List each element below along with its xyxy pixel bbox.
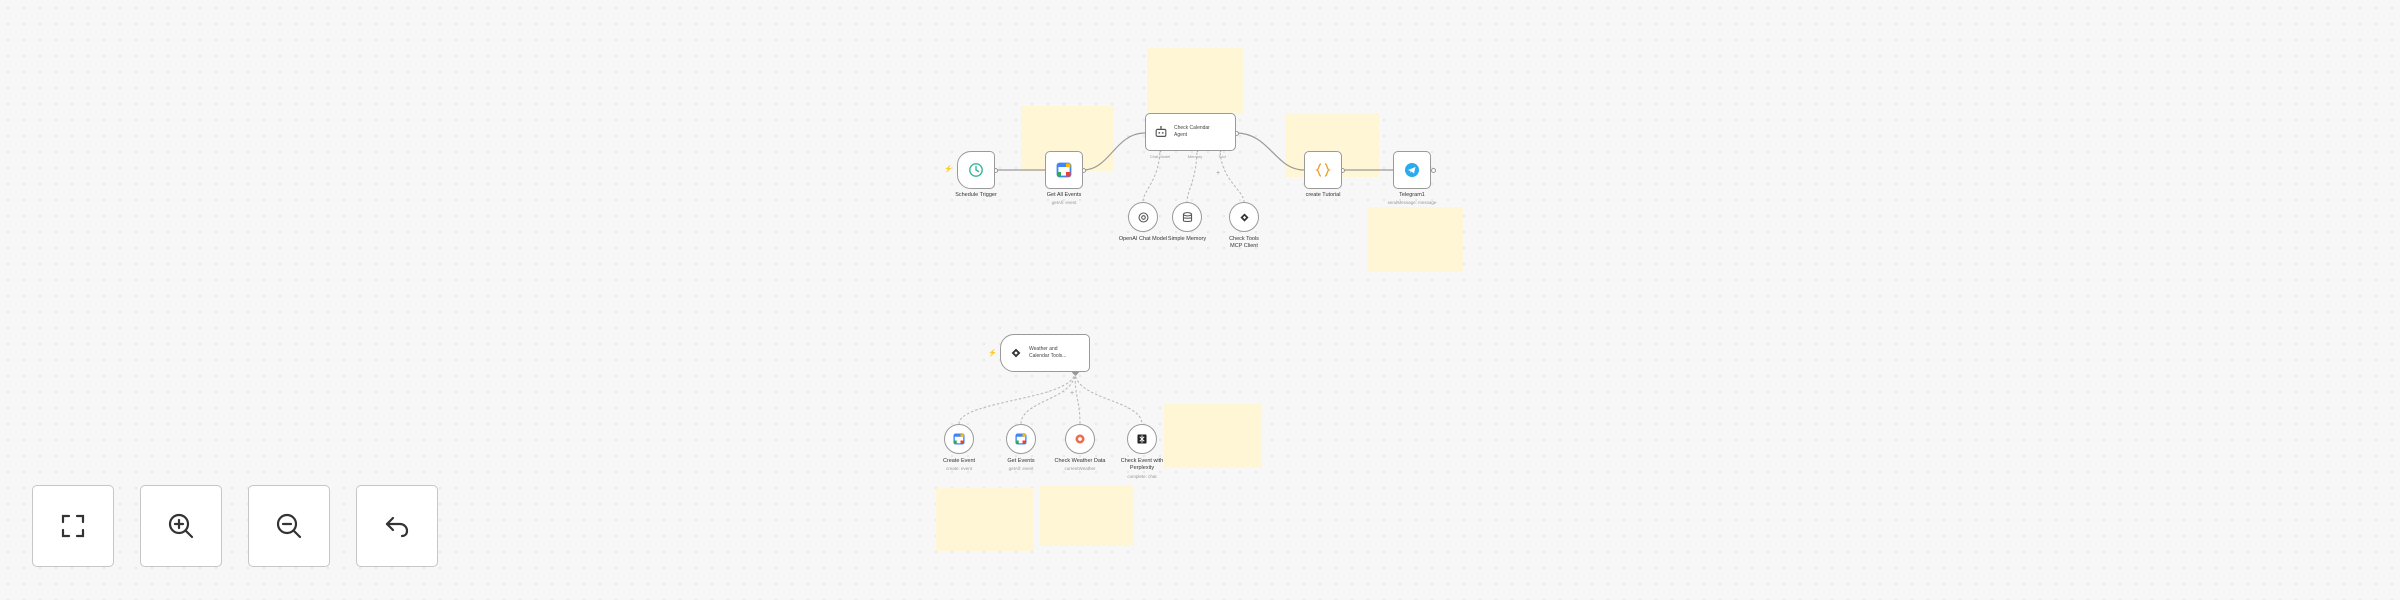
sticky-note[interactable]	[1164, 404, 1262, 467]
mcp-icon	[1011, 348, 1021, 358]
node-label: Weather and Calendar Tools...	[1029, 346, 1067, 359]
node-check-calendar-agent[interactable]: Check Calendar Agent	[1145, 113, 1236, 151]
add-tool-icon[interactable]: +	[1070, 390, 1075, 397]
node-label: Check Event with Perplexity	[1120, 458, 1164, 471]
google-calendar-icon	[1056, 162, 1072, 178]
node-subtitle: create: event	[945, 466, 973, 471]
node-label: Telegram1	[1399, 192, 1425, 198]
sticky-note[interactable]	[1040, 485, 1134, 546]
node-label: Create Event	[942, 458, 976, 464]
sticky-note[interactable]	[936, 488, 1034, 551]
node-create-event[interactable]	[944, 424, 974, 454]
openweathermap-icon	[1075, 434, 1085, 444]
sticky-note[interactable]	[1147, 48, 1243, 114]
undo-icon	[385, 516, 409, 538]
node-subtitle: currentWeather	[1064, 466, 1096, 471]
node-label: Check Calendar Agent	[1174, 125, 1210, 138]
connection-edge	[1235, 132, 1305, 171]
node-label: OpenAI Chat Model	[1118, 236, 1168, 242]
node-subtitle: getAll: event	[1008, 466, 1034, 471]
connection-edge	[1082, 132, 1146, 171]
fit-view-icon	[61, 514, 85, 538]
zoom-out-icon	[276, 513, 302, 539]
node-telegram[interactable]	[1393, 151, 1431, 189]
google-calendar-icon	[1015, 433, 1027, 445]
tool-edge	[1020, 371, 1076, 425]
node-subtitle: complete: chat	[1127, 474, 1157, 479]
node-get-events[interactable]	[1006, 424, 1036, 454]
fit-view-button[interactable]	[32, 485, 114, 567]
add-tool-icon[interactable]: +	[1216, 170, 1221, 177]
trigger-bolt-icon: ⚡	[988, 350, 997, 357]
node-schedule-trigger[interactable]	[957, 151, 995, 189]
trigger-bolt-icon: ⚡	[944, 166, 953, 173]
tool-edge	[1074, 371, 1081, 425]
mcp-icon	[1239, 212, 1249, 222]
tool-edge	[1219, 147, 1245, 203]
clock-icon	[969, 163, 983, 177]
node-simple-memory[interactable]	[1172, 202, 1202, 232]
sticky-note[interactable]	[1367, 207, 1463, 272]
perplexity-icon	[1137, 434, 1147, 444]
code-braces-icon	[1315, 163, 1331, 177]
openai-icon	[1138, 212, 1148, 222]
zoom-out-button[interactable]	[248, 485, 330, 567]
zoom-in-icon	[168, 513, 194, 539]
node-check-event-perplexity[interactable]	[1127, 424, 1157, 454]
node-label: Schedule Trigger	[955, 192, 997, 198]
node-subtitle: getAll: event	[1051, 200, 1077, 205]
node-get-all-events[interactable]	[1045, 151, 1083, 189]
node-label: Check Weather Data	[1054, 458, 1106, 464]
node-label: Check Tools MCP Client	[1229, 236, 1259, 249]
node-subtitle: sendMessage: message	[1387, 200, 1437, 205]
node-mcp-client[interactable]	[1229, 202, 1259, 232]
tool-edge	[958, 371, 1076, 425]
node-label: create Tutorial	[1305, 192, 1341, 198]
node-openai-chat-model[interactable]	[1128, 202, 1158, 232]
port-label-memory: Memory	[1187, 154, 1203, 159]
port-label-model: Chat Model	[1149, 154, 1171, 159]
zoom-in-button[interactable]	[140, 485, 222, 567]
node-label: Get All Events	[1046, 192, 1082, 198]
google-calendar-icon	[953, 433, 965, 445]
node-label: Simple Memory	[1167, 236, 1207, 242]
output-port[interactable]	[1431, 168, 1436, 173]
node-check-weather-data[interactable]	[1065, 424, 1095, 454]
undo-button[interactable]	[356, 485, 438, 567]
tool-edge	[1074, 371, 1143, 425]
tool-edge	[1142, 147, 1161, 203]
node-label: Get Events	[1007, 458, 1035, 464]
node-create-tutorial[interactable]	[1304, 151, 1342, 189]
robot-icon	[1155, 126, 1167, 137]
database-icon	[1182, 211, 1192, 222]
node-mcp-server-trigger[interactable]: Weather and Calendar Tools...	[1000, 334, 1090, 372]
port-label-tool: Tool	[1218, 154, 1226, 159]
telegram-icon	[1405, 163, 1419, 177]
